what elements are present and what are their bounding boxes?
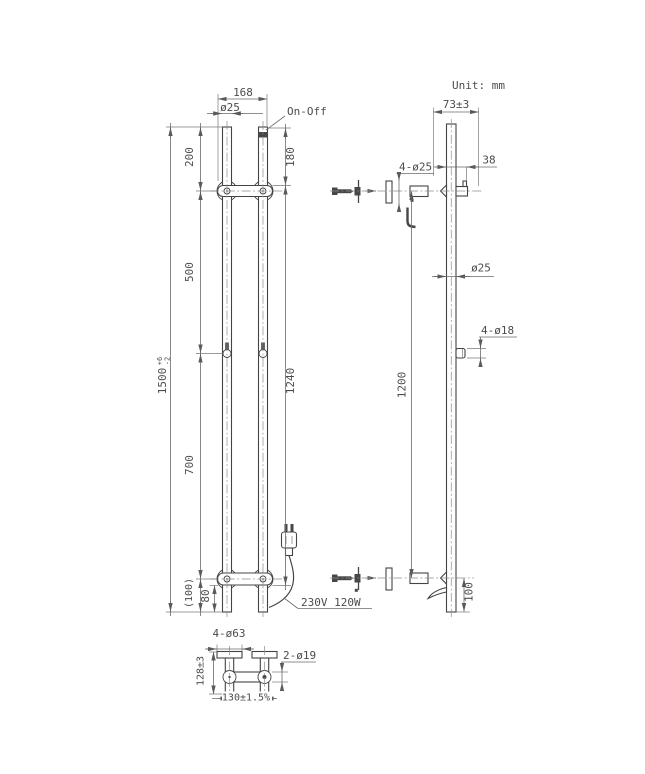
bottom-view-dimensions: 4-ø63 128±3 2-ø19 130±1.5% <box>196 627 317 704</box>
dim-pitch-130: 130±1.5% <box>222 693 270 704</box>
power-cable <box>268 555 295 609</box>
dim-total-tolerance-upper: +6 <box>156 357 164 365</box>
dim-bar-diameter-front: ø25 <box>220 101 240 114</box>
cable-exit <box>426 586 448 600</box>
side-view <box>330 119 482 617</box>
dim-mid-500: 500 <box>183 262 196 282</box>
svg-text:1500: 1500 <box>156 368 169 395</box>
dim-flange-holes-4x63: 4-ø63 <box>212 627 245 640</box>
mounting-assembly-bottom <box>332 567 448 600</box>
power-rating-label: 230V 120W <box>301 596 361 609</box>
side-view-dimensions: 73±3 4-ø25 38 ø25 4-ø18 1200 100 <box>396 98 517 613</box>
power-plug <box>268 524 298 609</box>
unit-note-label: Unit: mm <box>452 79 505 92</box>
dim-top-right-180: 180 <box>284 147 297 167</box>
dim-span-1200: 1200 <box>396 372 409 399</box>
on-off-switch-band <box>258 132 268 138</box>
front-view <box>210 121 298 617</box>
dim-bottom-80: 80 <box>199 589 212 602</box>
dim-bar-holes-2x19: 2-ø19 <box>283 649 316 662</box>
dim-total-tolerance-lower: -2 <box>164 357 172 365</box>
dim-lower-700: 700 <box>183 455 196 475</box>
dim-right-span-1240: 1240 <box>284 368 297 395</box>
dim-offset-38: 38 <box>482 154 495 167</box>
wall-anchor-sleeve <box>385 567 393 591</box>
dim-bar-diameter-side: ø25 <box>471 262 491 275</box>
dim-width-top: 168 <box>233 86 253 99</box>
bottom-view <box>216 646 278 700</box>
dim-bottom-ref-100: (100) <box>184 578 195 608</box>
wall-anchor-sleeve <box>385 180 393 204</box>
front-view-dimensions: 168 ø25 On-Off 200 500 700 (100) 80 <box>156 86 372 616</box>
side-hook-peg <box>455 347 466 359</box>
dim-hook-holes-4x18: 4-ø18 <box>481 324 514 337</box>
dim-total-height: 1500 +6 -2 <box>156 357 172 394</box>
dim-flange-holes-4x25: 4-ø25 <box>399 161 432 174</box>
dim-height-128: 128±3 <box>196 656 207 686</box>
on-off-label: On-Off <box>287 105 327 118</box>
dim-bottom-100: 100 <box>463 582 476 602</box>
dim-top-left-200: 200 <box>183 147 196 167</box>
dim-depth-73: 73±3 <box>443 98 470 111</box>
